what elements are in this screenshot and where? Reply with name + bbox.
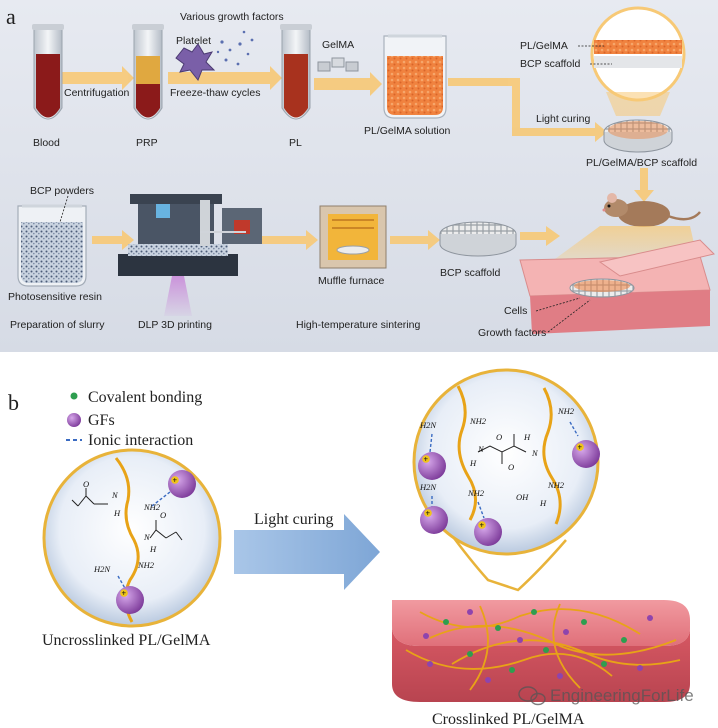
uncrosslinked-bubble: N H O NH2 N H O H2N NH2 + + [42, 448, 222, 628]
chem-o-1: O [83, 479, 89, 489]
gf-sphere-icon [116, 586, 144, 614]
chem-h-5: H [539, 498, 547, 508]
chem-h-4: H [523, 432, 531, 442]
blood-tube [32, 24, 64, 120]
layer-zoom-circle [590, 6, 686, 102]
chem-plus-6: + [480, 521, 485, 530]
light-curing-arrow [234, 514, 380, 590]
crosslinked-hydrogel-block [392, 600, 690, 702]
chem-plus-2: + [122, 589, 127, 598]
blood-label: Blood [33, 137, 60, 149]
photosensitive-resin-label: Photosensitive resin [8, 291, 102, 303]
growth-factors-label: Growth factors [478, 327, 546, 339]
platelet-label: Platelet [176, 35, 211, 47]
light-curing-label-a: Light curing [536, 113, 590, 125]
chem-n-3: N [477, 444, 485, 454]
chem-h2n-2: H2N [419, 420, 437, 430]
pl-gelma-bcp-disc [603, 119, 673, 153]
platelet-icon [175, 43, 216, 81]
mouse-icon [602, 193, 701, 227]
legend: Covalent bonding GFs Ionic interaction [66, 389, 202, 449]
pl-gelma-solution-label: PL/GelMA solution [364, 125, 451, 137]
light-curing-label-b: Light curing [254, 511, 334, 528]
growth-factors-leader [547, 299, 591, 333]
chem-plus-4: + [578, 443, 583, 452]
chem-n-4: N [531, 448, 539, 458]
bcp-powders-leader [59, 195, 69, 223]
crosslinked-bubble: H2N NH2 N H O N H O NH2 H2N NH2 OH NH2 H… [412, 368, 600, 592]
uncrosslinked-label: Uncrosslinked PL/GelMA [42, 632, 211, 649]
pl-label: PL [289, 137, 302, 149]
pl-tube [280, 24, 312, 120]
watermark: EngineeringForLife [518, 686, 694, 706]
chem-oh-1: OH [516, 492, 529, 502]
preparation-of-slurry-label: Preparation of slurry [10, 319, 105, 331]
chem-plus-3: + [424, 455, 429, 464]
chem-nh2-6: NH2 [547, 480, 565, 490]
chem-nh2-5: NH2 [467, 488, 485, 498]
chem-plus-5: + [426, 509, 431, 518]
chem-nh2-4: NH2 [557, 406, 575, 416]
panel-b: b Covalent bonding GFs Ionic interaction… [8, 368, 694, 728]
gf-sphere-icon [572, 440, 600, 468]
panel-b-letter: b [8, 390, 19, 415]
chem-h2n-3: H2N [419, 482, 437, 492]
wechat-icon [518, 686, 546, 706]
gf-sphere-icon [474, 518, 502, 546]
high-temp-sintering-label: High-temperature sintering [296, 319, 420, 331]
legend-ionic: Ionic interaction [88, 432, 193, 449]
gf-sphere-icon [420, 506, 448, 534]
crosslinked-label: Crosslinked PL/GelMA [432, 711, 585, 728]
chem-plus-1: + [173, 476, 178, 485]
dlp-printer [118, 194, 262, 316]
slurry-beaker [17, 204, 87, 287]
growth-factor-dots-icon [216, 30, 254, 66]
chem-o-3: O [496, 432, 502, 442]
chem-h-2: H [149, 544, 157, 554]
gf-sphere-icon [418, 452, 446, 480]
cells-leader [535, 297, 581, 312]
panel-a: a Blood Centrifugation PRP [0, 0, 718, 352]
cells-label: Cells [504, 305, 527, 317]
gf-sphere-icon [67, 413, 81, 427]
chem-o-4: O [508, 462, 514, 472]
freeze-thaw-label: Freeze-thaw cycles [170, 87, 260, 99]
chem-n-1: N [111, 490, 119, 500]
chem-h-3: H [469, 458, 477, 468]
various-growth-factors-label: Various growth factors [180, 11, 284, 23]
legend-covalent: Covalent bonding [88, 389, 202, 406]
legend-gfs: GFs [88, 412, 115, 429]
watermark-text: EngineeringForLife [550, 686, 694, 705]
prp-tube [132, 24, 164, 120]
pl-gelma-layer-label: PL/GelMA [520, 40, 568, 52]
chem-h-1: H [113, 508, 121, 518]
muffle-furnace [319, 205, 387, 269]
pl-gelma-beaker [383, 34, 447, 119]
muffle-furnace-label: Muffle furnace [318, 275, 385, 287]
bcp-scaffold-layer-label: BCP scaffold [520, 58, 580, 70]
bcp-powders-label: BCP powders [30, 185, 94, 197]
centrifugation-label: Centrifugation [64, 87, 130, 99]
chem-h2n-1: H2N [93, 564, 111, 574]
prp-label: PRP [136, 137, 158, 149]
chem-o-2: O [160, 510, 166, 520]
gelma-label: GelMA [322, 39, 354, 51]
gelma-cubes-icon [317, 57, 359, 72]
zoom-cone [606, 92, 670, 116]
bcp-scaffold-label: BCP scaffold [440, 267, 500, 279]
dlp-printing-label: DLP 3D printing [138, 319, 212, 331]
pl-gelma-bcp-scaffold-label: PL/GelMA/BCP scaffold [586, 157, 697, 169]
bcp-scaffold-disc [439, 221, 517, 257]
covalent-dot-icon [70, 392, 78, 400]
skin-wound-model [519, 239, 715, 334]
chem-nh2-2: NH2 [137, 560, 155, 570]
panel-a-letter: a [6, 4, 16, 29]
chem-nh2-3: NH2 [469, 416, 487, 426]
chem-n-2: N [143, 532, 151, 542]
chem-nh2-1: NH2 [143, 502, 161, 512]
